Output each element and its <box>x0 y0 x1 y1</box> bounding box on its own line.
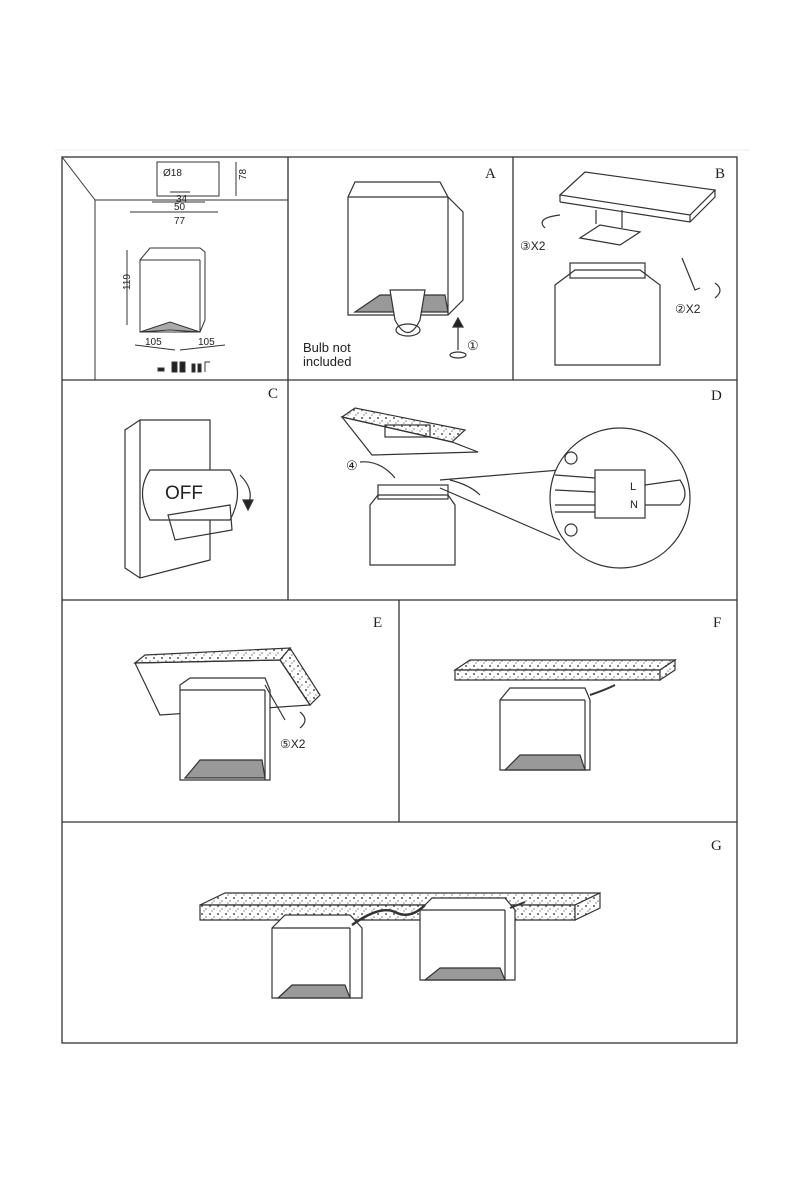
bulb-note-line1: Bulb not <box>303 340 351 355</box>
terminal-n: N <box>630 499 638 511</box>
panel-grid <box>61 156 738 1044</box>
bulb-note-line2: included <box>303 354 351 369</box>
dim-105-right: 105 <box>198 337 215 348</box>
dim-34: 34 <box>176 194 188 205</box>
panel-g <box>199 892 601 999</box>
step-3: ③X2 <box>520 239 546 253</box>
panel-b <box>541 171 721 366</box>
step-2: ②X2 <box>675 302 701 316</box>
panel-b-label: B <box>715 166 725 182</box>
panel-c <box>124 419 254 579</box>
panel-a-label: A <box>485 166 496 182</box>
panel-e <box>133 646 321 781</box>
panel-dimensions <box>61 156 288 380</box>
panel-d-label: D <box>711 388 722 404</box>
switch-off-text: OFF <box>165 483 203 504</box>
dim-105-left: 105 <box>145 337 162 348</box>
panel-f <box>453 658 677 771</box>
dim-hole: Ø18 <box>163 168 182 179</box>
panel-f-label: F <box>713 615 721 631</box>
dim-50: 50 <box>174 202 186 213</box>
panel-c-label: C <box>268 386 278 402</box>
step-4: ④ <box>346 458 358 473</box>
dim-77: 77 <box>174 216 186 227</box>
dim-height-bracket: 78 <box>238 168 249 180</box>
step-1: ① <box>467 338 479 353</box>
panel-g-label: G <box>711 838 722 854</box>
terminal-l: L <box>630 481 636 493</box>
step-5: ⑤X2 <box>280 737 306 751</box>
panel-a <box>347 181 467 359</box>
dim-119: 119 <box>122 274 133 290</box>
panel-e-label: E <box>373 615 382 631</box>
panel-d <box>340 407 691 569</box>
